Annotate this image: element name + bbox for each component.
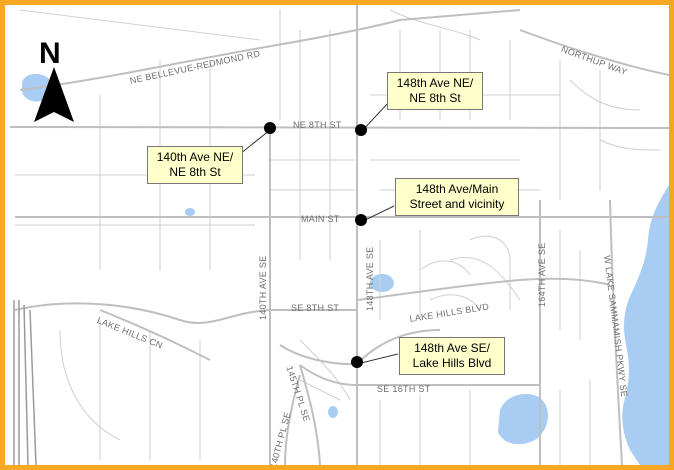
pond-west bbox=[185, 208, 195, 216]
callout-line2: Street and vicinity bbox=[409, 197, 505, 211]
major-roads bbox=[9, 5, 669, 465]
label-main-st: MAIN ST bbox=[301, 214, 340, 224]
pond-center bbox=[370, 274, 394, 292]
marker-148th-lake-hills[interactable] bbox=[351, 356, 363, 368]
north-arrow-icon bbox=[34, 67, 74, 122]
north-letter: N bbox=[39, 37, 61, 70]
label-ne-8th-st: NE 8TH ST bbox=[293, 120, 342, 130]
callout-140th-ne-8th[interactable]: 140th Ave NE/ NE 8th St bbox=[147, 146, 243, 184]
callout-line1: 148th Ave/Main bbox=[415, 182, 499, 196]
marker-140th-ne-8th[interactable] bbox=[264, 122, 276, 134]
label-se-16th-st: SE 16TH ST bbox=[377, 384, 431, 394]
marker-148th-ne-8th[interactable] bbox=[355, 124, 367, 136]
freeway bbox=[13, 300, 37, 465]
callout-line1: 148th Ave SE/ bbox=[414, 341, 490, 355]
marker-148th-main[interactable] bbox=[355, 214, 367, 226]
callout-148th-ne-8th[interactable]: 148th Ave NE/ NE 8th St bbox=[387, 72, 483, 110]
callout-line1: 148th Ave NE/ bbox=[396, 76, 474, 90]
callout-148th-lake-hills[interactable]: 148th Ave SE/ Lake Hills Blvd bbox=[399, 337, 505, 375]
label-se-8th-st: SE 8TH ST bbox=[291, 303, 340, 313]
pond-south bbox=[328, 406, 338, 418]
callout-line2: NE 8th St bbox=[169, 165, 221, 179]
lake-sammamish bbox=[622, 185, 669, 465]
callout-line1: 140th Ave NE/ bbox=[156, 150, 234, 164]
callout-line2: Lake Hills Blvd bbox=[412, 356, 492, 370]
callout-148th-main[interactable]: 148th Ave/Main Street and vicinity bbox=[395, 178, 519, 216]
callout-line2: NE 8th St bbox=[409, 91, 461, 105]
pond-east bbox=[498, 394, 549, 445]
